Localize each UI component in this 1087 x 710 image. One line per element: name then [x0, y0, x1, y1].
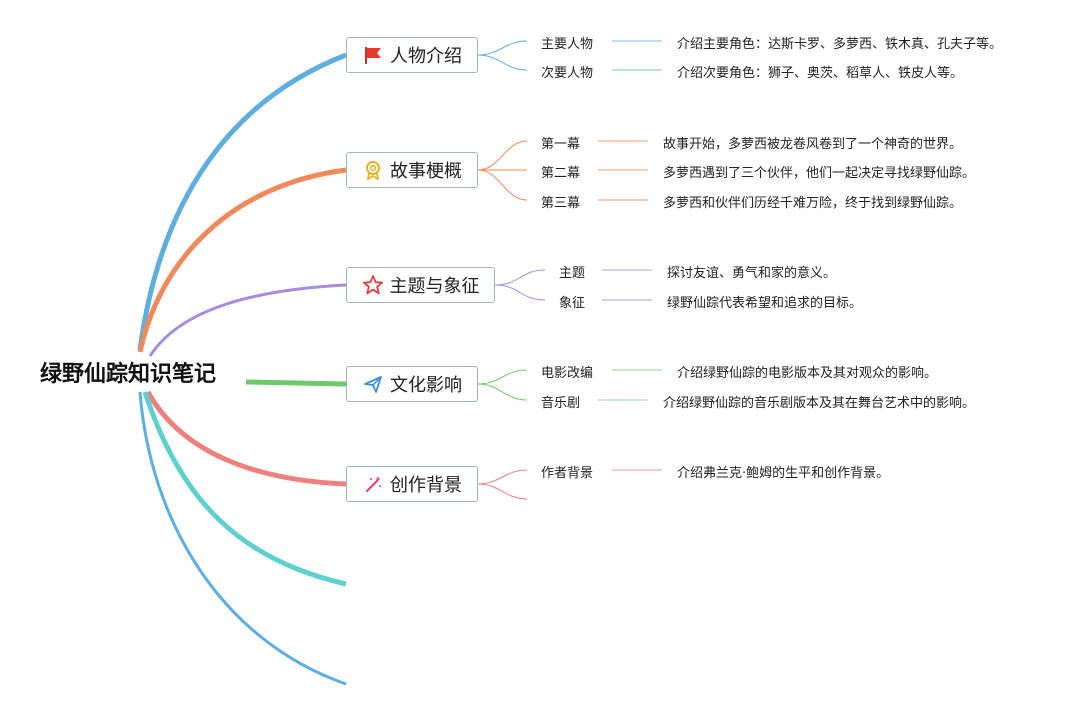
sub-topic[interactable]: 第三幕	[541, 196, 581, 211]
sub-topic[interactable]: 电影改编	[541, 366, 594, 381]
sub-topic[interactable]: 第二幕	[541, 166, 581, 181]
branch-synopsis[interactable]: 故事梗概	[346, 152, 478, 188]
sub-topic[interactable]: 第一幕	[541, 137, 581, 152]
detail-text[interactable]: 介绍绿野仙踪的电影版本及其对观众的影响。	[677, 366, 938, 381]
magic-wand-icon	[362, 473, 384, 495]
root-title[interactable]: 绿野仙踪知识笔记	[40, 362, 217, 387]
detail-text[interactable]: 探讨友谊、勇气和家的意义。	[667, 266, 837, 281]
branch-label: 主题与象征	[389, 276, 480, 297]
detail-text[interactable]: 故事开始，多萝西被龙卷风卷到了一个神奇的世界。	[663, 137, 963, 152]
star-icon	[362, 274, 384, 296]
sub-topic[interactable]: 主题	[559, 266, 586, 281]
branch-background[interactable]: 创作背景	[346, 466, 478, 502]
detail-text[interactable]: 介绍绿野仙踪的音乐剧版本及其在舞台艺术中的影响。	[663, 396, 976, 411]
paper-plane-icon	[362, 373, 384, 395]
sub-topic[interactable]: 音乐剧	[541, 396, 581, 411]
sub-topic[interactable]: 象征	[559, 296, 586, 311]
connector-branch-6	[142, 391, 347, 587]
connector-branch-4	[245, 379, 347, 387]
branch-characters[interactable]: 人物介绍	[346, 37, 478, 73]
connector-branch-1	[137, 52, 347, 351]
connector-branch-7	[138, 391, 347, 686]
sub-topic[interactable]: 作者背景	[541, 466, 594, 481]
connector-branch-5	[145, 390, 347, 487]
branch-label: 故事梗概	[390, 161, 462, 182]
branch-cultural-impact[interactable]: 文化影响	[346, 366, 478, 402]
sub-topic[interactable]: 次要人物	[541, 66, 594, 81]
detail-text[interactable]: 介绍次要角色：狮子、奥茨、稻草人、铁皮人等。	[677, 66, 964, 81]
detail-text[interactable]: 绿野仙踪代表希望和追求的目标。	[667, 296, 863, 311]
red-flag-icon	[362, 44, 384, 66]
branch-label: 人物介绍	[390, 46, 462, 67]
branch-themes[interactable]: 主题与象征	[346, 267, 495, 303]
detail-text[interactable]: 介绍主要角色：达斯卡罗、多萝西、铁木真、孔夫子等。	[677, 37, 1003, 52]
award-ribbon-icon	[362, 159, 384, 181]
connector-branch-3	[148, 283, 347, 357]
branch-label: 文化影响	[390, 375, 462, 396]
branch-label: 创作背景	[390, 475, 462, 496]
connector-branch-2	[137, 167, 347, 353]
detail-text[interactable]: 多萝西遇到了三个伙伴，他们一起决定寻找绿野仙踪。	[663, 166, 976, 181]
detail-text[interactable]: 介绍弗兰克·鲍姆的生平和创作背景。	[677, 466, 890, 481]
detail-text[interactable]: 多萝西和伙伴们历经千难万险，终于找到绿野仙踪。	[663, 196, 963, 211]
sub-topic[interactable]: 主要人物	[541, 37, 594, 52]
